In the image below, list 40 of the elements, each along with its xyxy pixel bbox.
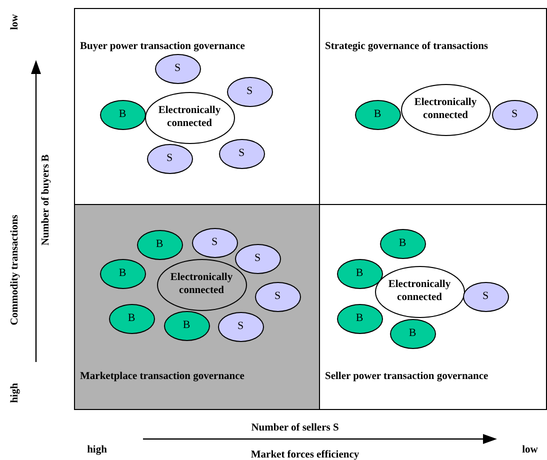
seller-ellipse: S [218,312,264,342]
buyer-ellipse: B [336,304,382,334]
seller-ellipse: S [234,244,280,274]
buyer-ellipse: B [354,100,400,130]
seller-ellipse: S [492,100,538,130]
quadrant-box [319,8,547,206]
axis-title: Market forces efficiency [250,450,360,460]
quadrant-title: Strategic governance of transactions [325,41,488,52]
quadrant-title: Seller power transaction governance [325,371,488,382]
buyer-ellipse: B [100,258,146,288]
buyer-ellipse: B [108,304,154,334]
quadrant-box [74,8,320,206]
buyer-ellipse: B [164,310,210,340]
quadrant-title: Marketplace transaction governance [80,371,244,382]
seller-ellipse: S [154,54,200,84]
hub-ellipse: Electronically connected [374,266,464,318]
axis-end-label: high [87,444,107,456]
hub-ellipse: Electronically connected [400,84,490,136]
axis-title: Commodity transactions [10,214,20,326]
quadrant-title: Buyer power transaction governance [80,41,245,52]
buyer-ellipse: B [336,258,382,288]
quadrant-box [74,204,320,410]
seller-ellipse: S [192,228,238,258]
hub-ellipse: Electronically connected [156,258,246,310]
seller-ellipse: S [254,282,300,312]
buyer-ellipse: B [390,318,436,348]
seller-ellipse: S [218,138,264,168]
buyer-ellipse: B [136,230,182,260]
axis-end-label: low [522,444,538,456]
axis-title: Number of sellers S [251,422,339,434]
buyer-ellipse: B [100,100,146,130]
hub-ellipse: Electronically connected [144,92,234,144]
seller-ellipse: S [462,282,508,312]
buyer-ellipse: B [380,228,426,258]
axis-end-label: low [10,14,20,30]
axis-title: Number of buyers B [40,154,52,246]
axis-end-label: high [10,383,20,403]
seller-ellipse: S [226,76,272,106]
quadrant-box [319,204,547,410]
seller-ellipse: S [146,144,192,174]
